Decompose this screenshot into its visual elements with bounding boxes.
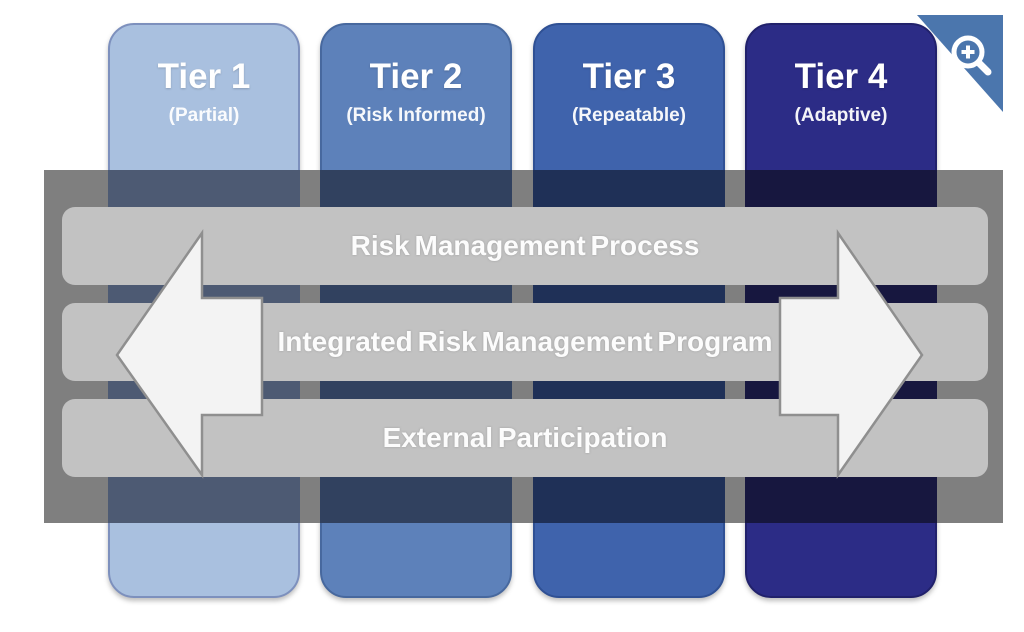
bar-label: External Participation <box>382 422 668 453</box>
tier1-title: Tier 1 <box>157 57 251 96</box>
bar-label: Integrated Risk Management Program <box>277 326 773 357</box>
bar-label: Risk Management Process <box>350 230 700 261</box>
tier2-subtitle: (Risk Informed) <box>346 105 486 126</box>
tier4-title: Tier 4 <box>794 57 888 96</box>
tier1-subtitle: (Partial) <box>168 105 240 126</box>
tier2-title: Tier 2 <box>369 57 463 96</box>
tier3-title: Tier 3 <box>582 57 676 96</box>
tier4-subtitle: (Adaptive) <box>794 105 888 126</box>
zoom-in-icon[interactable] <box>951 35 992 76</box>
tier3-subtitle: (Repeatable) <box>571 105 687 126</box>
